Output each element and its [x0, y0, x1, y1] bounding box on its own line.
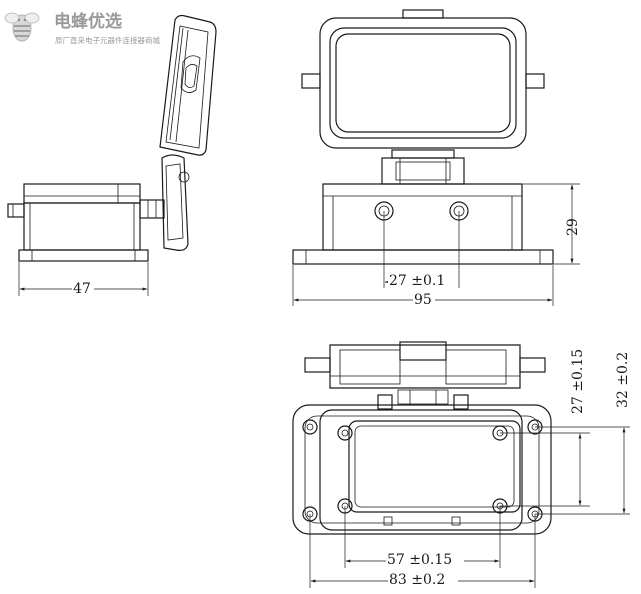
front-view: 29 27 ±0.1 95: [292, 9, 581, 308]
brand-logo: 电蜂优选 原厂直采电子元器件连接器商城: [4, 11, 160, 45]
logo-tagline: 原厂直采电子元器件连接器商城: [55, 35, 160, 45]
dim-front-width: 95: [292, 265, 554, 308]
bee-icon: [4, 12, 40, 42]
dim-top-hole-spacing-h: 57 ±0.15: [344, 506, 501, 568]
dim-front-height-text: 29: [565, 218, 581, 236]
side-view: 47: [7, 14, 217, 297]
dim-top-hole-spacing-v: 27 ±0.15: [500, 349, 590, 507]
dim-side-width: 47: [18, 262, 149, 297]
dim-front-width-text: 95: [414, 292, 432, 308]
dim-top-hole-spacing-v-text: 27 ±0.15: [570, 349, 586, 414]
dim-top-overall-height: 32 ±0.2: [535, 352, 631, 515]
dim-top-overall-width-text: 83 ±0.2: [389, 572, 445, 588]
dim-top-overall-height-text: 32 ±0.2: [615, 352, 631, 408]
logo-name: 电蜂优选: [54, 11, 122, 32]
dim-front-hole-spacing-text: 27 ±0.1: [389, 273, 445, 289]
dim-top-overall-width: 83 ±0.2: [309, 514, 536, 588]
dim-side-width-text: 47: [73, 281, 91, 297]
dim-top-hole-spacing-h-text: 57 ±0.15: [387, 552, 452, 568]
dim-front-hole-spacing: 27 ±0.1: [383, 211, 460, 289]
top-view: 57 ±0.15 83 ±0.2 27 ±0.15 32 ±0.2: [292, 341, 631, 588]
dim-front-height: 29: [523, 183, 581, 265]
